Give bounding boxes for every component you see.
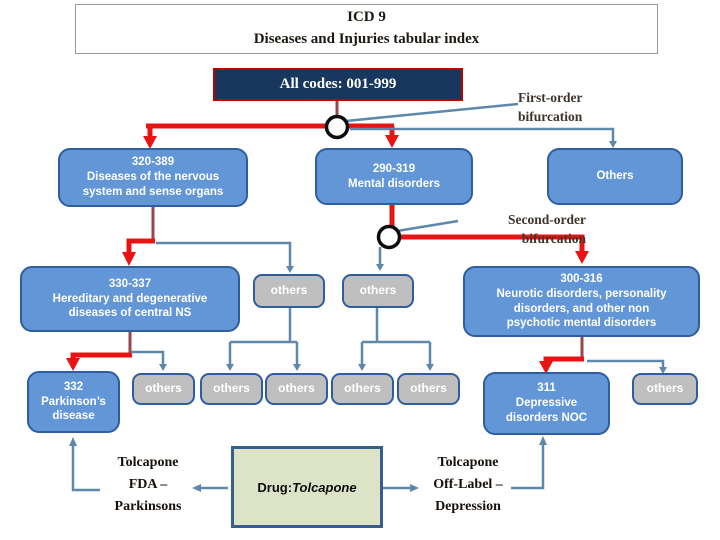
edge-second-order-red xyxy=(389,205,585,253)
node-290-319: 290-319 Mental disorders xyxy=(315,148,473,205)
edge-others1-split xyxy=(228,308,299,366)
node-others-4-5: others xyxy=(397,373,460,405)
node-label: Parkinson’s disease xyxy=(41,395,106,423)
node-label: others xyxy=(359,283,397,298)
pointer-first-order xyxy=(345,102,519,123)
node-label: others xyxy=(410,381,447,396)
edge-330-to-others41 xyxy=(131,350,165,366)
node-others-4-2: others xyxy=(200,373,263,405)
arrowhead-to-311 xyxy=(539,361,553,374)
arrowhead-up-to-332 xyxy=(69,437,77,446)
pointer-second-order xyxy=(396,219,459,233)
node-label: others xyxy=(270,283,308,298)
node-code: 311 xyxy=(537,382,556,395)
node-label: Hereditary and degenerative diseases of … xyxy=(52,292,208,320)
node-label: others xyxy=(213,381,250,396)
edge-others2-split xyxy=(360,308,432,366)
arrowhead-to-others46 xyxy=(659,367,667,374)
drug-name: Tolcapone xyxy=(292,479,357,495)
tolcapone-fda-label: Tolcapone FDA – Parkinsons xyxy=(114,455,182,515)
node-label: Others xyxy=(596,170,634,183)
arrowhead-to-others45 xyxy=(426,364,434,371)
tolcapone-offlabel-label: Tolcapone Off-Label – Depression xyxy=(433,455,503,515)
arrowhead-drug-right xyxy=(410,484,419,492)
edge-root-to-others xyxy=(350,127,615,143)
node-others-3-1: others xyxy=(253,274,325,308)
first-order-bifurcation-label: First-order bifurcation xyxy=(518,90,583,124)
node-label: others xyxy=(344,381,381,396)
node-code: 332 xyxy=(63,380,84,393)
node-code: 300-316 xyxy=(560,272,603,285)
node-label: Diseases of the nervous system and sense… xyxy=(82,171,224,198)
arrowhead-to-others-top xyxy=(609,141,617,148)
edge-320-to-others1 xyxy=(156,241,292,268)
arrowhead-to-others41 xyxy=(159,364,167,371)
blue-edges xyxy=(71,102,665,492)
node-label: Neurotic disorders, personality disorder… xyxy=(496,287,667,330)
node-others-4-6: others xyxy=(632,373,698,405)
node-332: 332 Parkinson’s disease xyxy=(27,371,120,433)
arrowhead-to-332 xyxy=(66,358,80,371)
first-order-bifurcation-circle xyxy=(324,114,350,140)
node-label: others xyxy=(646,381,684,396)
arrowhead-drug-left xyxy=(192,484,201,492)
arrowhead-to-300-316 xyxy=(575,251,589,264)
node-320-389: 320-389 Diseases of the nervous system a… xyxy=(58,148,248,207)
node-label: Mental disorders xyxy=(347,177,441,190)
arrowhead-to-290-319 xyxy=(385,135,399,148)
arrowhead-to-others44 xyxy=(358,364,366,371)
title-line1: ICD 9 xyxy=(347,9,386,26)
node-330-337: 330-337 Hereditary and degenerative dise… xyxy=(20,266,240,332)
node-all-codes-label: All codes: 001-999 xyxy=(279,76,397,92)
node-code: 290-319 xyxy=(372,162,416,175)
node-all-codes: All codes: 001-999 xyxy=(213,68,463,101)
arrowhead-to-others1 xyxy=(286,266,294,273)
drug-prefix: Drug: xyxy=(257,479,293,495)
second-order-bifurcation-circle xyxy=(376,224,402,250)
edge-320-to-330 xyxy=(126,238,155,254)
node-label: others xyxy=(278,381,315,396)
arrowhead-to-others43 xyxy=(293,364,301,371)
drug-tolcapone-box: Drug: Tolcapone xyxy=(231,446,383,528)
node-code: 330-337 xyxy=(108,277,152,290)
edge-fda-to-332 xyxy=(71,444,100,492)
node-label: others xyxy=(145,381,182,396)
node-311: 311 Depressive disorders NOC xyxy=(483,372,610,435)
edge-offlabel-to-311 xyxy=(511,443,545,490)
arrowhead-to-others2 xyxy=(376,264,384,271)
edge-330-to-332 xyxy=(70,352,132,360)
node-code: 320-389 xyxy=(131,156,175,169)
node-others-4-3: others xyxy=(265,373,328,405)
arrowhead-to-others42 xyxy=(226,364,234,371)
edge-300-to-others6 xyxy=(587,359,665,369)
node-label: Depressive disorders NOC xyxy=(505,397,588,424)
node-others-top: Others xyxy=(547,148,683,205)
node-others-4-4: others xyxy=(331,373,394,405)
title-line2: Diseases and Injuries tabular index xyxy=(253,31,480,47)
second-order-bifurcation-label: Second-order bifurcation xyxy=(508,212,586,246)
arrowhead-to-320-389 xyxy=(143,136,157,149)
node-others-4-1: others xyxy=(132,373,195,405)
node-others-3-2: others xyxy=(342,274,414,308)
arrowhead-to-330-337 xyxy=(122,252,136,266)
arrowhead-up-to-311 xyxy=(539,436,547,445)
title-box: ICD 9 Diseases and Injuries tabular inde… xyxy=(75,4,658,54)
node-300-316: 300-316 Neurotic disorders, personality … xyxy=(463,266,700,337)
red-line xyxy=(396,234,585,253)
